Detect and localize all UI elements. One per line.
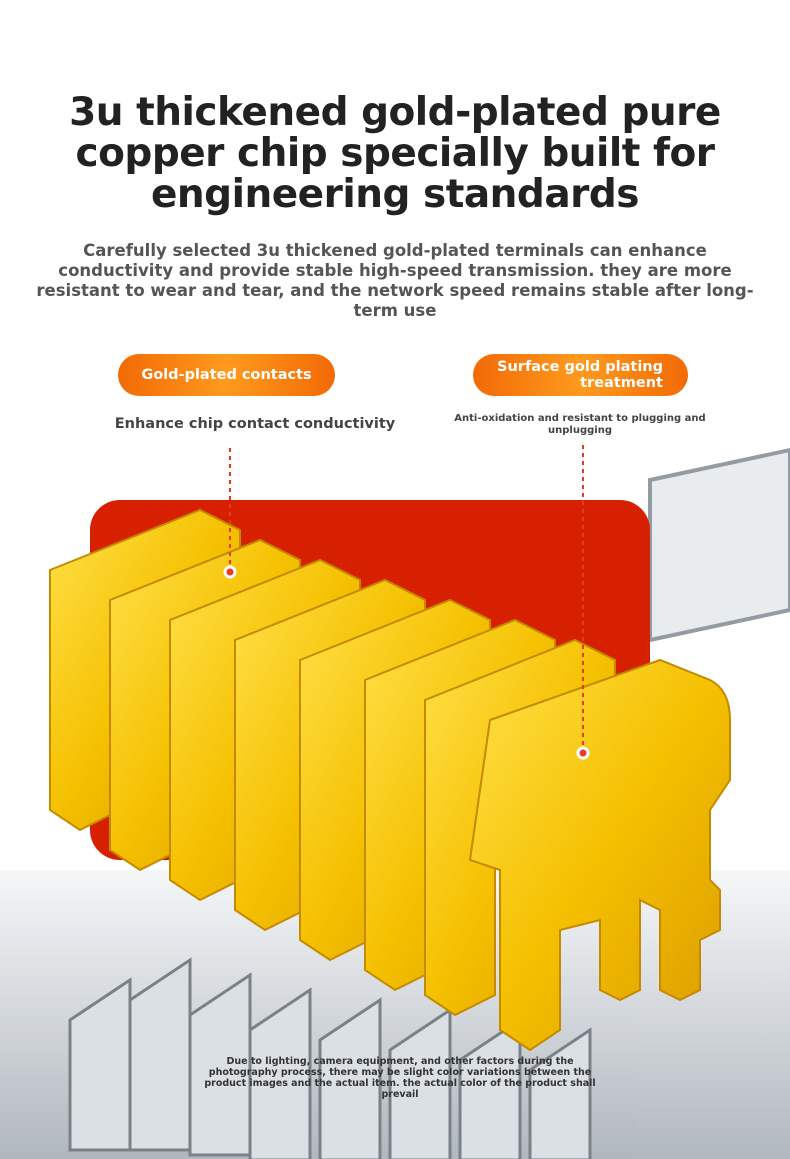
gold-plated-contacts-badge: Gold-plated contacts <box>118 354 335 396</box>
page-title: 3u thickened gold-plated pure copper chi… <box>69 90 721 217</box>
callout-markers <box>229 445 584 745</box>
marker-dot <box>223 565 237 579</box>
gold-chip-illustration <box>0 445 790 1159</box>
subtitle: Carefully selected 3u thickened gold-pla… <box>36 241 754 320</box>
callout-caption: Enhance chip contact conductivity <box>114 416 396 432</box>
surface-gold-plating-badge: Surface gold plating treatment <box>473 354 688 396</box>
callout-caption: Anti-oxidation and resistant to plugging… <box>454 413 706 436</box>
gold-contacts <box>49 500 731 1052</box>
marker-dot <box>576 746 590 760</box>
color-disclaimer: Due to lighting, camera equipment, and o… <box>204 1056 596 1100</box>
